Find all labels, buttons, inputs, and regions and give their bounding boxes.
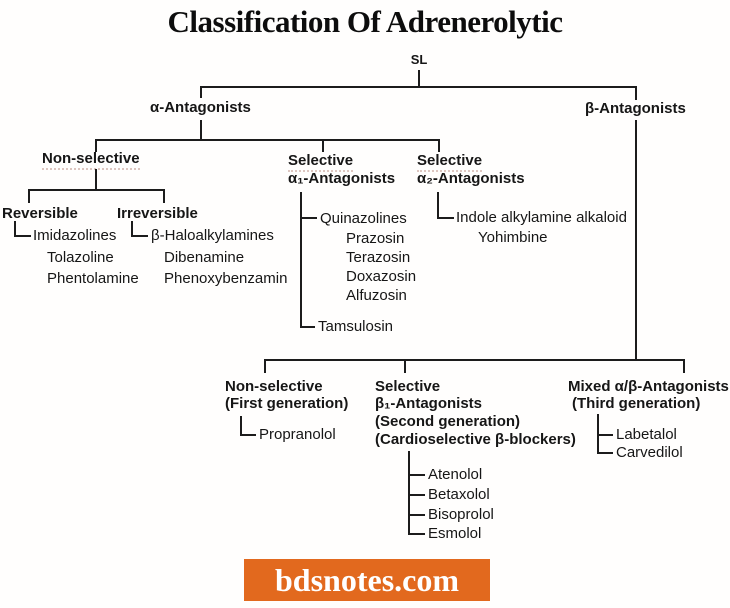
node-alpha-antagonists: α-Antagonists	[150, 99, 251, 116]
node-reversible: Reversible	[2, 205, 78, 222]
connector-reversible-elbow-v	[14, 221, 16, 237]
node-firstgen-line2: (First generation)	[225, 395, 349, 412]
connector-tamsulosin-hook	[300, 326, 315, 328]
connector-irreversible-elbow-v	[131, 221, 133, 237]
node-nonselective-alpha: Non-selective	[42, 151, 140, 170]
drug-propranolol: Propranolol	[259, 426, 336, 443]
connector-betaxolol-arm	[408, 494, 425, 496]
connector-firstgen-drop	[264, 359, 266, 373]
connector-propranolol-elbow-v	[240, 416, 242, 436]
connector-secondgen-drop	[404, 359, 406, 373]
node-secondgen-line4: (Cardioselective β-blockers)	[375, 431, 576, 448]
node-thirdgen-line1: Mixed α/β-Antagonists	[568, 378, 729, 395]
drug-phentolamine: Phentolamine	[47, 270, 139, 287]
node-secondgen-line1: Selective	[375, 378, 441, 395]
drug-imidazolines: Imidazolines	[33, 227, 117, 244]
connector-bisoprolol-arm	[408, 514, 425, 516]
node-beta-antagonists: β-Antagonists	[585, 100, 686, 117]
watermark-text: bdsnotes.com	[274, 562, 459, 598]
drug-betaxolol: Betaxolol	[428, 486, 490, 503]
connector-carvedilol-hook	[597, 452, 613, 454]
connector-nonselective-drop	[95, 139, 97, 152]
connector-atenolol-arm	[408, 474, 425, 476]
connector-esmolol-hook	[408, 533, 425, 535]
drug-prazosin: Prazosin	[346, 230, 405, 247]
connector-nonselective-trunk	[95, 169, 97, 189]
connector-a1-trunk	[300, 192, 302, 328]
drug-phenoxybenzamin: Phenoxybenzamin	[164, 270, 288, 287]
drug-tolazoline: Tolazoline	[47, 249, 114, 266]
connector-nonselective-bar	[28, 189, 165, 191]
connector-beta-bar	[264, 359, 685, 361]
connector-thirdgen-drop	[683, 359, 685, 373]
node-irreversible: Irreversible	[117, 205, 198, 222]
connector-b1-trunk	[408, 451, 410, 535]
drug-alfuzosin: Alfuzosin	[346, 287, 407, 304]
drug-labetalol: Labetalol	[616, 426, 677, 443]
drug-dibenamine: Dibenamine	[164, 249, 245, 266]
drug-atenolol: Atenolol	[428, 466, 483, 483]
drug-tamsulosin: Tamsulosin	[318, 318, 394, 335]
connector-reversible-drop	[28, 189, 30, 203]
connector-a2-elbow-v	[437, 192, 439, 219]
connector-a1-drop	[322, 139, 324, 152]
connector-quinazolines-arm	[300, 217, 317, 219]
node-selective-a1-line2: α₁-Antagonists	[288, 170, 396, 187]
connector-beta-drop	[635, 86, 637, 100]
node-selective-a2-line2: α₂-Antagonists	[417, 170, 525, 187]
node-selective-a1-line1: Selective	[288, 153, 354, 172]
connector-a2-drop	[438, 139, 440, 152]
root-node-sl: SL	[410, 52, 428, 67]
connector-propranolol-elbow-h	[240, 434, 256, 436]
drug-carvedilol: Carvedilol	[616, 444, 683, 461]
drug-esmolol: Esmolol	[428, 525, 482, 542]
connector-irreversible-elbow-h	[131, 235, 148, 237]
node-firstgen-line1: Non-selective	[225, 378, 323, 395]
drug-terazosin: Terazosin	[346, 249, 411, 266]
connector-alpha-bar	[95, 139, 440, 141]
drug-yohimbine: Yohimbine	[478, 229, 548, 246]
node-secondgen-line3: (Second generation)	[375, 413, 521, 430]
drug-haloalkylamines: β-Haloalkylamines	[151, 227, 274, 244]
page-title: Classification Of Adrenerolytic	[167, 4, 563, 39]
connector-level1-bar	[200, 86, 637, 88]
connector-labetalol-arm	[597, 434, 613, 436]
connector-alpha-trunk	[200, 120, 202, 139]
drug-group-quinazolines: Quinazolines	[320, 210, 407, 227]
watermark-banner: bdsnotes.com	[244, 559, 490, 601]
drug-doxazosin: Doxazosin	[346, 268, 417, 285]
node-selective-a2-line1: Selective	[417, 153, 483, 172]
connector-beta-trunk	[635, 120, 637, 359]
connector-irreversible-drop	[163, 189, 165, 203]
connector-sl-drop	[418, 70, 420, 86]
node-secondgen-line2: β₁-Antagonists	[375, 395, 483, 412]
drug-group-indole-alkaloid: Indole alkylamine alkaloid	[456, 209, 627, 226]
connector-reversible-elbow-h	[14, 235, 31, 237]
drug-bisoprolol: Bisoprolol	[428, 506, 494, 523]
node-thirdgen-line2: (Third generation)	[572, 395, 701, 412]
connector-a2-elbow-h	[437, 217, 454, 219]
connector-alpha-drop	[200, 86, 202, 98]
